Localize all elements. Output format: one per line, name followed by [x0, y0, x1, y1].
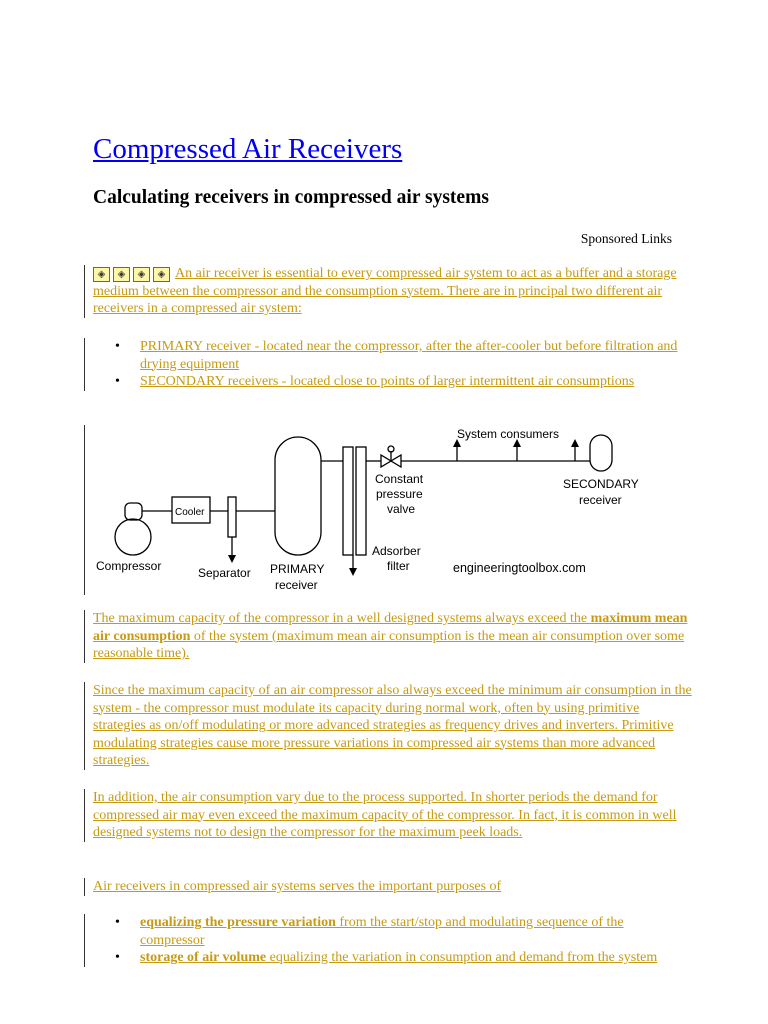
adsorber-symbol-left — [342, 446, 354, 556]
image-placeholder-icon[interactable]: ◈ — [113, 267, 130, 283]
compressed-air-system-diagram: Compressor Cooler Separator PRIMARY rece… — [84, 425, 685, 595]
para4-text[interactable]: Air receivers in compressed air systems … — [93, 879, 502, 894]
label-adsorber-line2: filter — [387, 559, 410, 573]
para3-text[interactable]: In addition, the air consumption vary du… — [93, 790, 677, 840]
list-item: SECONDARY receivers - located close to p… — [85, 373, 685, 391]
label-secondary-line1: SECONDARY — [563, 477, 639, 491]
cooler-box — [171, 496, 211, 524]
modulation-paragraph: Since the maximum capacity of an air com… — [84, 682, 693, 770]
purpose-text[interactable]: from the start/stop and modulating seque… — [140, 915, 624, 948]
compressor-symbol — [114, 518, 152, 556]
purposes-list: equalizing the pressure variation from t… — [84, 914, 685, 967]
image-placeholder-icon[interactable]: ◈ — [133, 267, 150, 283]
image-placeholder-icon[interactable]: ◈ — [93, 267, 110, 283]
label-secondary-line2: receiver — [579, 493, 622, 507]
para1-text-after[interactable]: of the system (maximum mean air consumpt… — [93, 628, 685, 662]
list-item: equalizing the pressure variation from t… — [85, 914, 685, 949]
primary-receiver-symbol — [274, 436, 322, 556]
purpose-bold-term[interactable]: equalizing the pressure variation — [140, 915, 336, 930]
list-item: PRIMARY receiver - located near the comp… — [85, 338, 685, 373]
intro-text[interactable]: An air receiver is essential to every co… — [93, 266, 677, 317]
valve-right — [389, 453, 402, 469]
secondary-receiver-symbol — [589, 434, 613, 472]
label-valve-line2: pressure — [376, 487, 423, 501]
label-adsorber-line1: Adsorber — [372, 544, 421, 558]
label-valve-line3: valve — [387, 502, 415, 516]
para1-bold-term[interactable]: maximum mean air consumption — [93, 611, 688, 644]
purpose-bold-term[interactable]: storage of air volume — [140, 950, 267, 965]
list-item-secondary-link[interactable]: SECONDARY receivers - located close to p… — [140, 374, 635, 389]
valve-left — [380, 453, 393, 469]
intro-paragraph: ◈◈◈◈ An air receiver is essential to eve… — [84, 265, 693, 318]
para2-text[interactable]: Since the maximum capacity of an air com… — [93, 683, 692, 768]
label-primary-line1: PRIMARY — [270, 562, 324, 576]
consumption-variation-paragraph: In addition, the air consumption vary du… — [84, 789, 693, 842]
sponsored-links-label: Sponsored Links — [580, 231, 672, 246]
separator-symbol — [227, 496, 237, 538]
label-compressor: Compressor — [96, 559, 161, 573]
page-title[interactable]: Compressed Air Receivers — [93, 133, 403, 165]
adsorber-symbol-right — [355, 446, 367, 556]
diagram-svg: Compressor Cooler Separator PRIMARY rece… — [96, 427, 639, 592]
max-capacity-paragraph: The maximum capacity of the compressor i… — [84, 610, 693, 663]
label-cooler: Cooler — [175, 507, 205, 518]
list-item: storage of air volume equalizing the var… — [85, 949, 685, 967]
purpose-text[interactable]: equalizing the variation in consumption … — [266, 950, 658, 965]
label-separator: Separator — [198, 566, 251, 580]
label-primary-line2: receiver — [275, 578, 318, 592]
page-subtitle: Calculating receivers in compressed air … — [93, 187, 489, 208]
label-consumers: System consumers — [457, 427, 559, 441]
label-valve-line1: Constant — [375, 472, 424, 486]
purposes-intro-paragraph: Air receivers in compressed air systems … — [84, 878, 693, 896]
label-source: engineeringtoolbox.com — [453, 561, 586, 575]
image-placeholder-group: ◈◈◈◈ — [93, 265, 173, 283]
compressor-head — [124, 502, 143, 521]
receivers-list: PRIMARY receiver - located near the comp… — [84, 338, 685, 391]
image-placeholder-icon[interactable]: ◈ — [153, 267, 170, 283]
list-item-primary-link[interactable]: PRIMARY receiver - located near the comp… — [140, 339, 678, 372]
para1-text-before[interactable]: The maximum capacity of the compressor i… — [93, 611, 591, 626]
